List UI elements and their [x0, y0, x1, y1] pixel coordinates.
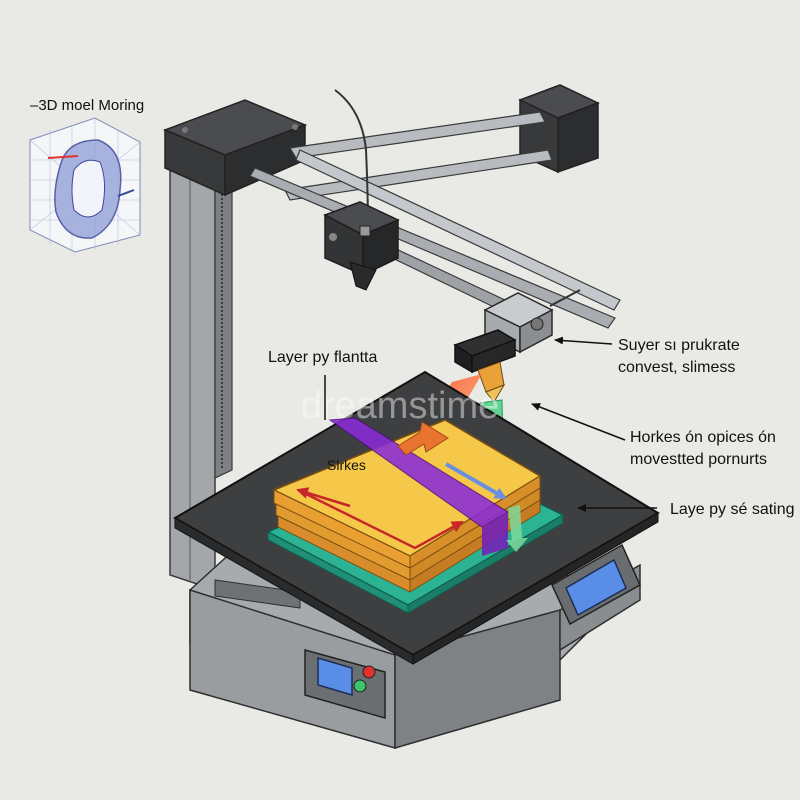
printed-object	[266, 417, 565, 614]
inset-3d-model: –3D moel Moring	[29, 97, 144, 253]
green-button-icon	[353, 679, 367, 693]
print-head	[453, 289, 581, 374]
label-slices: Slrkes	[327, 457, 366, 473]
watermark: dreamstime	[301, 385, 500, 427]
red-path-arrow	[297, 488, 464, 550]
label-horkes-line1: Horkes ón opices ón	[630, 429, 776, 446]
red-button-icon	[362, 665, 376, 679]
callout-lines	[324, 336, 657, 512]
side-panel	[551, 543, 641, 626]
blue-arrow	[445, 462, 507, 500]
label-horkes-line2: movestted pornurts	[630, 451, 767, 468]
screen-icon	[317, 656, 353, 697]
inset-title: –3D moel Moring	[30, 97, 144, 114]
side-screen-icon	[565, 558, 627, 617]
control-panel	[304, 649, 386, 719]
label-suyer-line1: Suyer sı prukrate	[618, 337, 740, 354]
nozzle-icon	[477, 361, 506, 403]
corner-block-left	[162, 99, 308, 197]
label-laye-sating: Laye py sé sating	[670, 501, 795, 518]
extruder-icon	[323, 201, 400, 291]
label-suyer-line2: convest, slimess	[618, 359, 735, 376]
label-layer-flanta: Layer py flantta	[268, 349, 378, 366]
rails	[249, 111, 621, 329]
small-green-arrow	[506, 505, 528, 552]
orange-arrow	[397, 421, 449, 456]
